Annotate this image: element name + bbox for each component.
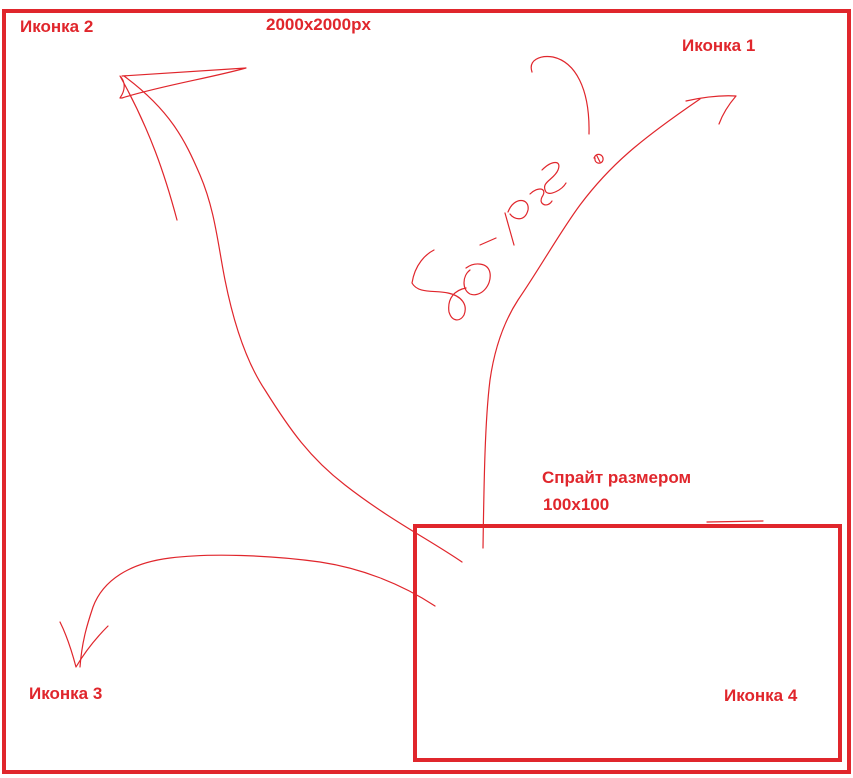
label-icon3: Иконка 3 — [29, 684, 103, 703]
label-icon1: Иконка 1 — [682, 36, 756, 55]
sprite-frame — [413, 524, 842, 762]
canvas-frame — [2, 9, 851, 774]
label-sprite-title: Спрайт размером — [542, 468, 692, 487]
label-icon2: Иконка 2 — [20, 17, 94, 36]
label-canvas-size: 2000x2000px — [266, 15, 371, 34]
label-sprite-size: 100x100 — [543, 495, 610, 514]
label-icon4: Иконка 4 — [724, 686, 798, 705]
